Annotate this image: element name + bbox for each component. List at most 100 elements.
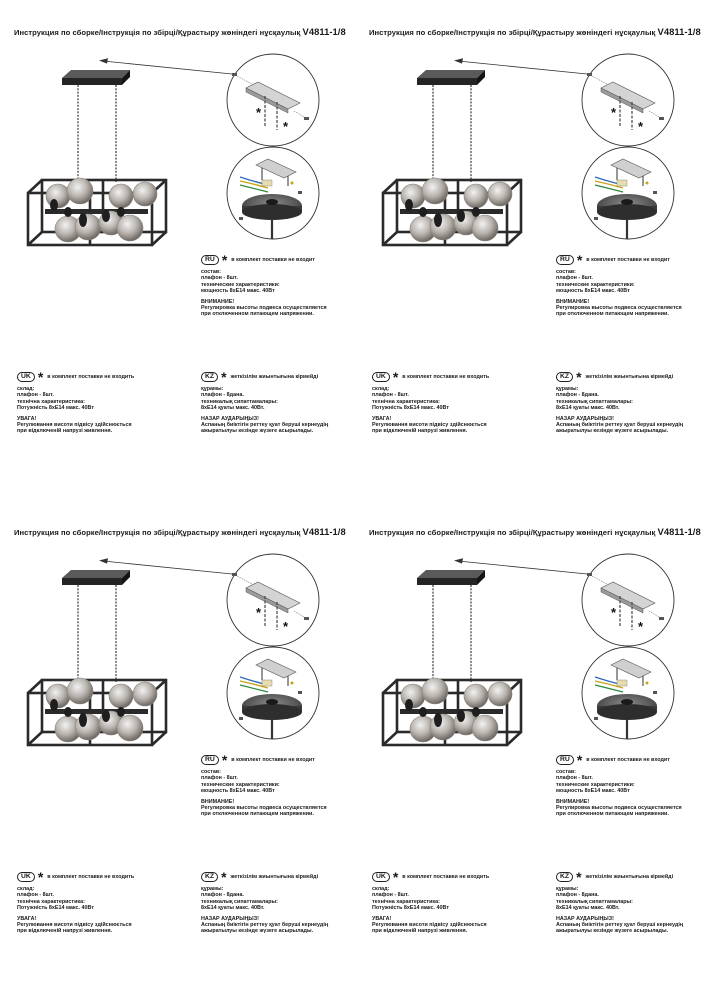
not-included-note: жеткізілім жиынтығына кірмейді: [230, 373, 319, 380]
specs-label: технічна характеристика:: [17, 898, 85, 905]
composition-label: құрамы:: [201, 386, 224, 392]
shade-count: плафон - 8шт.: [372, 892, 409, 899]
shade-count: плафон - 8дана.: [556, 892, 599, 899]
instruction-title: Инструкция по сборке/Інструкція по збірц…: [14, 526, 346, 537]
not-included-note: в комплект поставки не входить: [47, 873, 135, 880]
title-text: Инструкция по сборке/Інструкція по збірц…: [14, 28, 301, 37]
power-spec: 8xE14 қуаты макс. 40Вт.: [556, 405, 620, 412]
detail-circle-canopy: [226, 646, 320, 740]
model-number: V4811-1/8: [657, 526, 701, 537]
ru-info-block: RU*в комплект поставки не входит состав:…: [556, 251, 682, 318]
lang-badge-uk: UK: [17, 372, 35, 382]
asterisk-mark: *: [283, 619, 289, 634]
shade-count: плафон - 8шт.: [556, 275, 593, 282]
ceiling-bar: [417, 70, 485, 85]
power-spec: Потужність 8xE14 макс. 40Вт: [17, 405, 94, 412]
shade-count: плафон - 8дана.: [201, 892, 244, 899]
warning-title: НАЗАР АУДАРЫҢЫЗ!: [201, 915, 259, 922]
pointer-arrow: [99, 58, 233, 75]
shade-count: плафон - 8шт.: [17, 892, 54, 899]
warning-text: ажыратылуы кезінде жүзеге асырылады.: [201, 928, 314, 935]
assembly-illustration: * *: [381, 53, 675, 247]
composition-label: құрамы:: [556, 386, 579, 392]
specs-label: техникалық сипаттамалары:: [556, 898, 633, 905]
title-text: Инструкция по сборке/Інструкція по збірц…: [369, 528, 656, 537]
lang-badge-uk: UK: [372, 872, 390, 882]
lang-badge-ru: RU: [201, 255, 219, 265]
model-number: V4811-1/8: [302, 526, 346, 537]
title-text: Инструкция по сборке/Інструкція по збірц…: [14, 528, 301, 537]
detail-circle-bracket: * *: [581, 53, 675, 147]
warning-text: ажыратылуы кезінде жүзеге асырылады.: [201, 428, 314, 435]
detail-circle-bracket: * *: [581, 553, 675, 647]
warning-text: при відключеній напрузі живлення.: [17, 928, 113, 935]
asterisk-icon: *: [221, 868, 227, 885]
power-spec: 8xE14 қуаты макс. 40Вт.: [201, 405, 265, 412]
shade-count: плафон - 8дана.: [556, 392, 599, 399]
shade-count: плафон - 8шт.: [17, 392, 54, 399]
detail-circle-bracket: * *: [226, 553, 320, 647]
warning-title: ВНИМАНИЕ!: [556, 298, 590, 305]
specs-label: технические характеристики:: [556, 281, 635, 288]
asterisk-icon: *: [221, 751, 228, 768]
shade-count: плафон - 8шт.: [372, 392, 409, 399]
warning-text: ажыратылуы кезінде жүзеге асырылады.: [556, 928, 669, 935]
assembly-illustration: * *: [26, 553, 320, 747]
power-spec: мощность 8xE14 макс. 40Вт: [556, 288, 630, 295]
lang-badge-kz: KZ: [201, 872, 219, 882]
detail-circle-canopy: [581, 646, 675, 740]
shade-count: плафон - 8шт.: [201, 775, 238, 782]
kz-info-block: KZ*жеткізілім жиынтығына кірмейді құрамы…: [556, 370, 683, 435]
power-spec: Потужність 8xE14 макс. 40Вт: [372, 405, 449, 412]
not-included-note: в комплект поставки не входить: [402, 873, 490, 880]
detail-circle-canopy: [226, 146, 320, 240]
lang-badge-uk: UK: [17, 872, 35, 882]
not-included-note: в комплект поставки не входит: [586, 756, 670, 763]
warning-title: НАЗАР АУДАРЫҢЫЗ!: [201, 415, 259, 422]
shade-count: плафон - 8дана.: [201, 392, 244, 399]
suspension-chain: [432, 85, 472, 182]
warning-text: Регулировка высоты подвеса осуществляетс…: [201, 305, 327, 312]
instruction-sheet-bottom-right: Инструкция по сборке/Інструкція по збірц…: [355, 500, 709, 1000]
pointer-arrow: [454, 558, 588, 575]
uk-info-block: UK*в комплект поставки не входить склад:…: [17, 368, 134, 435]
ceiling-bar: [62, 70, 130, 85]
lang-badge-kz: KZ: [556, 372, 574, 382]
asterisk-icon: *: [221, 368, 227, 385]
asterisk-icon: *: [576, 251, 583, 268]
suspension-chain: [77, 85, 117, 182]
specs-label: технічна характеристика:: [17, 398, 85, 405]
warning-text: Регулювання висоти підвісу здійснюється: [372, 422, 487, 429]
warning-title: УВАГА!: [17, 915, 37, 922]
warning-text: ажыратылуы кезінде жүзеге асырылады.: [556, 428, 669, 435]
pointer-arrow: [99, 558, 233, 575]
kz-info-block: KZ*жеткізілім жиынтығына кірмейді құрамы…: [201, 868, 329, 935]
warning-text: при відключеній напрузі живлення.: [372, 928, 468, 935]
asterisk-mark: *: [611, 105, 617, 120]
asterisk-mark: *: [611, 605, 617, 620]
pointer-arrow: [454, 58, 588, 75]
uk-info-block: UK*в комплект поставки не входить склад:…: [372, 870, 490, 935]
composition-label: состав:: [556, 269, 576, 275]
center-rail: [45, 709, 148, 714]
asterisk-icon: *: [392, 368, 399, 385]
warning-text: при відключеній напрузі живлення.: [372, 428, 468, 435]
lang-badge-ru: RU: [556, 755, 574, 765]
warning-title: НАЗАР АУДАРЫҢЫЗ!: [556, 415, 614, 422]
power-spec: 8xE14 қуаты макс. 40Вт.: [556, 905, 620, 912]
composition-label: состав:: [201, 769, 221, 775]
instruction-sheet-top-right: Инструкция по сборке/Інструкція по збірц…: [355, 0, 709, 500]
specs-label: технические характеристики:: [201, 281, 280, 288]
warning-text: Аспаның биіктігін реттеу қуат беруші кер…: [201, 922, 329, 929]
detail-circle-bracket: * *: [226, 53, 320, 147]
asterisk-icon: *: [37, 368, 44, 385]
not-included-note: жеткізілім жиынтығына кірмейді: [585, 873, 674, 880]
warning-text: при отключенном питающем напряжении.: [201, 811, 314, 818]
shade-count: плафон - 8шт.: [556, 775, 593, 782]
asterisk-icon: *: [221, 251, 228, 268]
kz-info-block: KZ*жеткізілім жиынтығына кірмейді құрамы…: [556, 870, 683, 935]
power-spec: 8xE14 қуаты макс. 40Вт.: [201, 905, 265, 912]
lamp-sockets: [50, 199, 125, 227]
warning-text: Аспаның биіктігін реттеу қуат беруші кер…: [201, 422, 329, 429]
suspension-chain: [432, 585, 472, 682]
